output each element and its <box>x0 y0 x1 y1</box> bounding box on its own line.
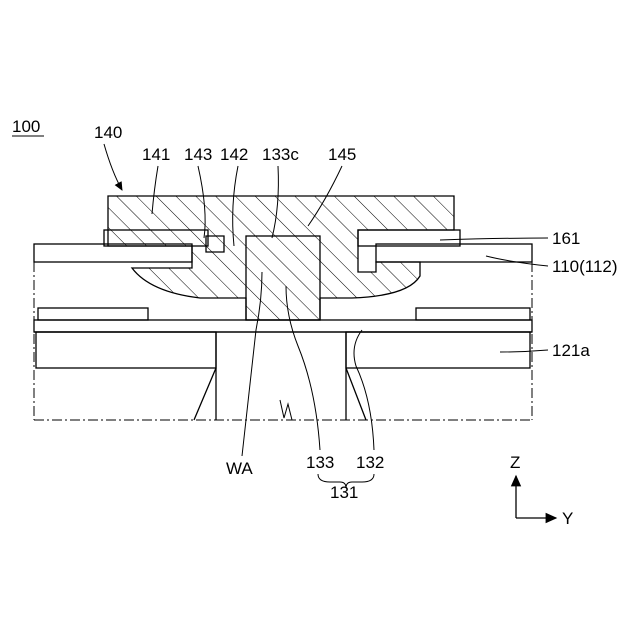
label-140: 140 <box>94 123 122 142</box>
label-133: 133 <box>306 453 334 472</box>
label-145: 145 <box>328 145 356 164</box>
label-143: 143 <box>184 145 212 164</box>
label-121a: 121a <box>552 341 590 360</box>
axis-z-label: Z <box>510 453 520 472</box>
channel-walls <box>194 332 366 420</box>
label-132: 132 <box>356 453 384 472</box>
housing-140 <box>108 196 454 320</box>
brace-131 <box>318 474 374 488</box>
ref-100: 100 <box>12 117 40 136</box>
label-110: 110(112) <box>552 257 618 276</box>
base-layer-121a <box>34 332 532 368</box>
label-142: 142 <box>220 145 248 164</box>
label-131: 131 <box>330 483 358 502</box>
axis-indicator <box>516 476 556 518</box>
label-161: 161 <box>552 229 580 248</box>
axis-y-label: Y <box>562 509 573 528</box>
label-WA: WA <box>226 459 253 478</box>
label-133c: 133c <box>262 145 299 164</box>
label-141: 141 <box>142 145 170 164</box>
arrow-140 <box>104 144 122 190</box>
